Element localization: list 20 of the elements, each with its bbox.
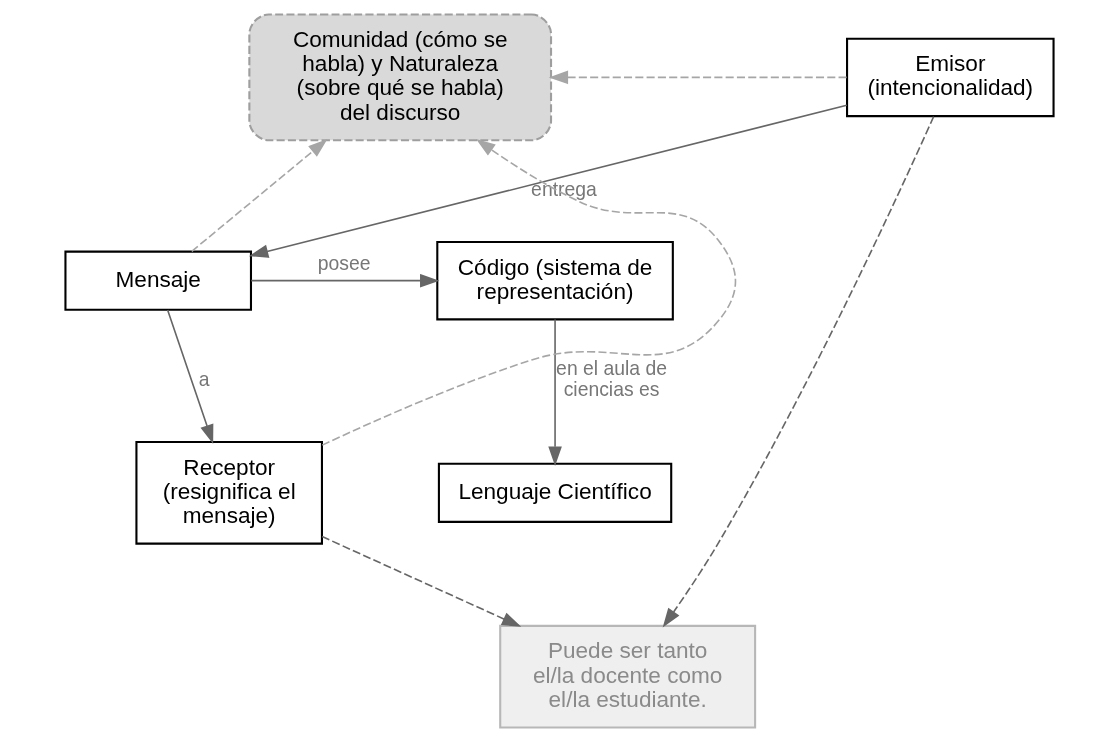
node-box: Lenguaje Científico bbox=[437, 462, 672, 523]
node-box: Puede ser tanto el/la docente como el/la estudiante. bbox=[498, 624, 756, 729]
arrow bbox=[321, 138, 736, 446]
arrow bbox=[190, 139, 327, 253]
arrow bbox=[662, 115, 934, 628]
edge-label: posee bbox=[317, 252, 370, 275]
node-box: Mensaje bbox=[63, 250, 252, 311]
arrow bbox=[320, 535, 521, 627]
node-box: Receptor (resignifica el mensaje) bbox=[134, 440, 323, 545]
arrow bbox=[248, 104, 848, 258]
edge-label: en el aula de ciencias es bbox=[555, 357, 667, 401]
node-box: Comunidad (cómo se habla) y Naturaleza (sobre qué se habla) del discurso bbox=[247, 13, 552, 142]
edge-label: entrega bbox=[530, 178, 597, 201]
arrow bbox=[249, 273, 439, 288]
arrow bbox=[166, 309, 213, 444]
node-box: Código (sistema de representación) bbox=[435, 240, 674, 321]
node-box: Emisor (intencionalidad) bbox=[845, 37, 1055, 118]
arrow bbox=[548, 70, 847, 85]
edge-label: a bbox=[198, 367, 210, 390]
arrow bbox=[547, 318, 562, 466]
